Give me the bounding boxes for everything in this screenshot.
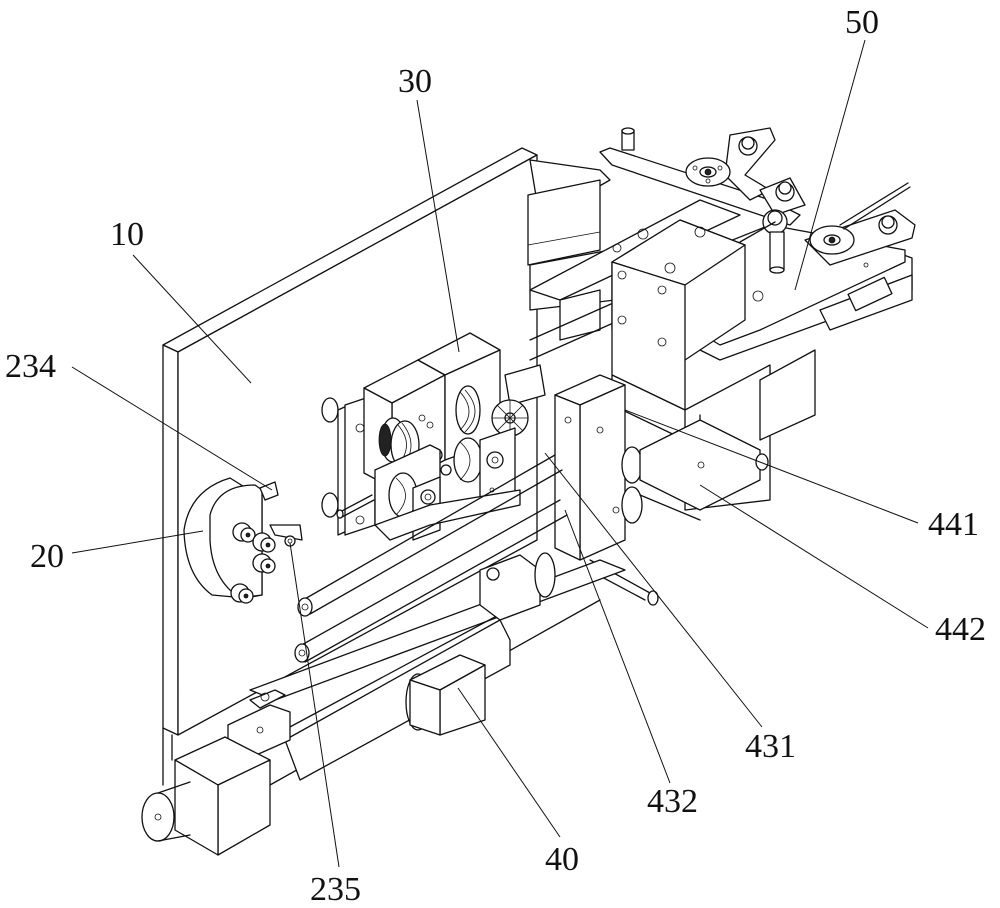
label-235: 235 [310, 871, 361, 908]
pulley [230, 583, 254, 604]
label-20: 20 [30, 538, 64, 575]
leader-lines [71, 39, 929, 868]
pulley [252, 553, 276, 574]
leader-30 [416, 99, 460, 353]
label-441: 441 [928, 506, 979, 543]
label-431: 431 [745, 728, 796, 765]
cylinder-drive-assembly [141, 552, 601, 856]
wire-guide-wheel-assembly [183, 477, 303, 604]
label-234: 234 [5, 348, 56, 385]
label-40: 40 [545, 841, 579, 878]
pulley [232, 522, 256, 543]
leader-441 [624, 409, 919, 524]
leader-234 [71, 366, 273, 491]
bending-arm-assembly [599, 127, 916, 511]
label-442: 442 [935, 611, 986, 648]
leader-442 [699, 484, 929, 629]
reference-labels: 10 20 30 40 50 234 235 431 432 441 442 [5, 4, 986, 908]
pulley [252, 532, 276, 553]
leader-50 [794, 39, 866, 291]
label-30: 30 [398, 63, 432, 100]
leader-431 [544, 452, 763, 728]
leader-40 [457, 687, 561, 838]
leader-10 [132, 254, 252, 384]
leader-235 [289, 542, 340, 868]
label-432: 432 [647, 783, 698, 820]
label-50: 50 [845, 4, 879, 41]
label-10: 10 [110, 216, 144, 253]
feeding-roller-mechanism [321, 332, 546, 541]
leader-20 [71, 530, 204, 554]
leader-432 [564, 509, 671, 784]
